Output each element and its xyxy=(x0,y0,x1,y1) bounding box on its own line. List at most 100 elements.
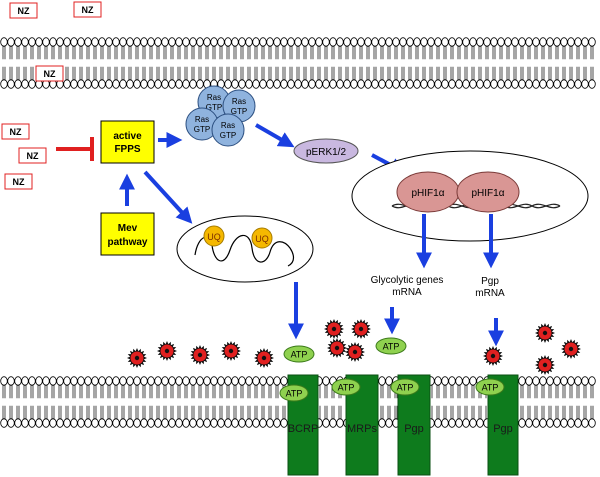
lipid-tail xyxy=(233,384,237,399)
lipid-tail xyxy=(506,45,510,60)
plasma-membrane-top xyxy=(0,37,596,89)
lipid-tail xyxy=(527,66,531,81)
lipid-head xyxy=(532,418,540,428)
lipid-tail xyxy=(198,384,202,399)
lipid-head xyxy=(49,37,57,47)
lipid-tail xyxy=(261,384,265,399)
lipid-tail xyxy=(296,66,300,81)
lipid-tail xyxy=(464,66,468,81)
nz-molecule xyxy=(157,341,177,361)
lipid-head xyxy=(91,37,99,47)
lipid-head xyxy=(301,79,309,89)
lipid-head xyxy=(476,79,484,89)
lipid-tail xyxy=(548,45,552,60)
lipid-tail xyxy=(240,405,244,420)
lipid-tail xyxy=(485,66,489,81)
lipid-head xyxy=(126,418,134,428)
lipid-head xyxy=(441,37,449,47)
lipid-head xyxy=(588,418,596,428)
lipid-tail xyxy=(37,384,41,399)
lipid-head xyxy=(7,79,15,89)
lipid-head xyxy=(434,79,442,89)
lipid-head xyxy=(189,79,197,89)
lipid-head xyxy=(427,37,435,47)
lipid-head xyxy=(322,79,330,89)
lipid-tail xyxy=(170,66,174,81)
lipid-tail xyxy=(212,66,216,81)
lipid-tail xyxy=(541,405,545,420)
lipid-tail xyxy=(93,66,97,81)
lipid-head xyxy=(182,79,190,89)
lipid-head xyxy=(567,79,575,89)
lipid-tail xyxy=(121,66,125,81)
lipid-tail xyxy=(212,45,216,60)
lipid-head xyxy=(77,37,85,47)
lipid-tail xyxy=(107,405,111,420)
lipid-head xyxy=(21,79,29,89)
ubiquinone-1: UQ xyxy=(203,225,225,247)
lipid-head xyxy=(392,37,400,47)
lipid-tail xyxy=(282,405,286,420)
drug-nz-6: NZ xyxy=(4,173,33,190)
lipid-head xyxy=(371,37,379,47)
lipid-tail xyxy=(135,45,139,60)
lipid-head xyxy=(196,37,204,47)
lipid-head xyxy=(553,418,561,428)
svg-text:ATP: ATP xyxy=(338,383,355,393)
svg-text:mRNA: mRNA xyxy=(392,287,422,298)
lipid-tail xyxy=(23,66,27,81)
lipid-tail xyxy=(527,405,531,420)
lipid-head xyxy=(413,37,421,47)
lipid-tail xyxy=(247,384,251,399)
lipid-head xyxy=(490,37,498,47)
lipid-tail xyxy=(583,384,587,399)
lipid-head xyxy=(210,376,218,386)
lipid-head xyxy=(224,79,232,89)
lipid-head xyxy=(140,418,148,428)
lipid-tail xyxy=(240,384,244,399)
lipid-head xyxy=(574,418,582,428)
lipid-head xyxy=(574,37,582,47)
lipid-tail xyxy=(555,45,559,60)
lipid-head xyxy=(504,79,512,89)
nz-molecule xyxy=(127,348,147,368)
lipid-tail xyxy=(576,405,580,420)
lipid-head xyxy=(441,79,449,89)
lipid-head xyxy=(364,37,372,47)
lipid-head xyxy=(518,418,526,428)
nz-molecule xyxy=(327,338,347,358)
lipid-head xyxy=(280,376,288,386)
lipid-tail xyxy=(303,45,307,60)
lipid-head xyxy=(371,79,379,89)
lipid-head xyxy=(490,79,498,89)
lipid-head xyxy=(14,376,22,386)
lipid-tail xyxy=(366,45,370,60)
lipid-tail xyxy=(86,384,90,399)
lipid-head xyxy=(126,376,134,386)
lipid-head xyxy=(266,376,274,386)
lipid-tail xyxy=(128,45,132,60)
lipid-head xyxy=(455,376,463,386)
lipid-head xyxy=(175,418,183,428)
lipid-head xyxy=(469,79,477,89)
lipid-tail xyxy=(576,66,580,81)
lipid-head xyxy=(63,37,71,47)
lipid-tail xyxy=(163,66,167,81)
lipid-head xyxy=(588,79,596,89)
lipid-head xyxy=(196,79,204,89)
lipid-tail xyxy=(499,66,503,81)
lipid-head xyxy=(147,37,155,47)
lipid-head xyxy=(378,418,386,428)
lipid-tail xyxy=(555,384,559,399)
lipid-tail xyxy=(184,405,188,420)
lipid-head xyxy=(28,418,36,428)
lipid-head xyxy=(329,37,337,47)
lipid-tail xyxy=(562,66,566,81)
lipid-tail xyxy=(30,66,34,81)
lipid-tail xyxy=(226,45,230,60)
lipid-tail xyxy=(79,405,83,420)
lipid-tail xyxy=(317,45,321,60)
lipid-head xyxy=(7,376,15,386)
lipid-head xyxy=(161,37,169,47)
svg-text:pathway: pathway xyxy=(107,237,147,248)
